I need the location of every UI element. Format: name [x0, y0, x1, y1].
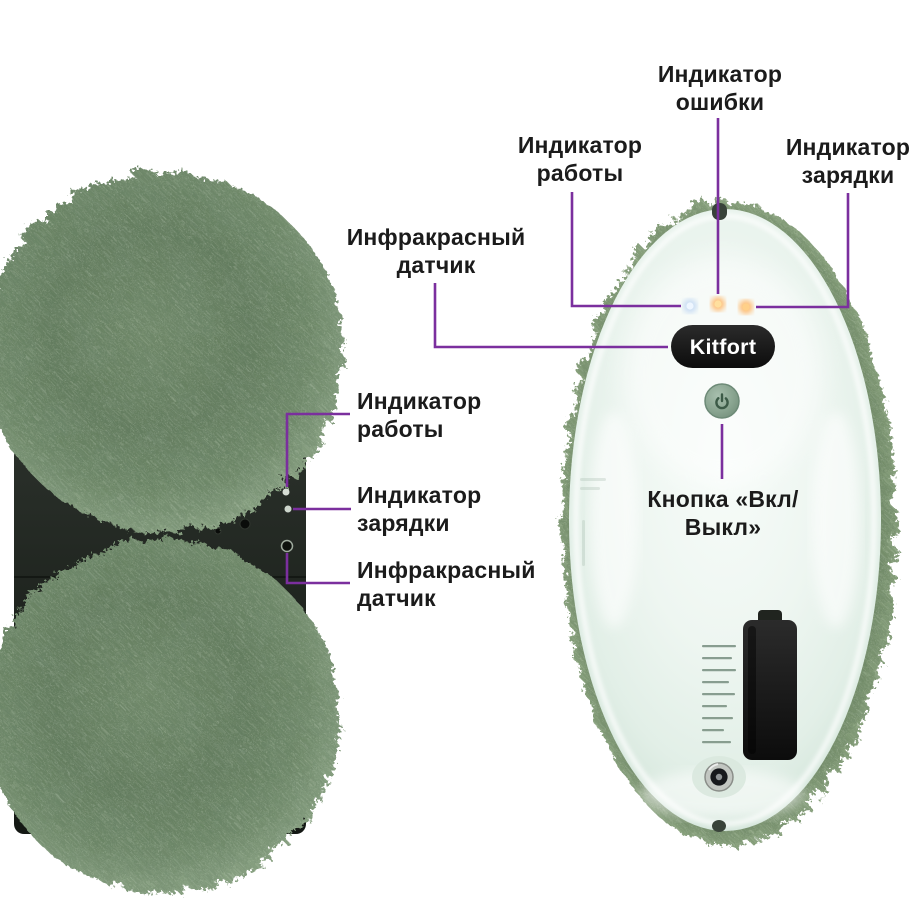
power-icon [715, 393, 729, 410]
label-power-button: Кнопка «Вкл/Выкл» [647, 486, 799, 541]
top-view-device: Kitfort [557, 198, 893, 842]
label-charge-indicator-right: Индикатор зарядки [785, 134, 911, 189]
shell-gloss-highlights [590, 257, 860, 818]
work-indicator-light [683, 299, 697, 313]
bottom-view-device [0, 168, 340, 889]
power-button [704, 383, 740, 419]
label-ir-sensor-right: Инфракрасный датчик [346, 224, 526, 279]
charge-indicator-light [739, 300, 753, 314]
screw-hole [239, 518, 251, 530]
bottom-notch [712, 820, 726, 832]
label-work-indicator-left: Индикатор работы [357, 388, 482, 443]
cleaning-pad-bottom [0, 535, 335, 889]
line-ir-sensor-right [433, 283, 668, 349]
brand-logo: Kitfort [671, 325, 775, 368]
line-work-indicator-right [570, 192, 681, 308]
line-ir-sensor-left [285, 553, 350, 585]
fine-print-label [702, 645, 736, 744]
screw-hole [214, 527, 222, 535]
top-notch [712, 203, 727, 220]
brand-logo-text: Kitfort [690, 335, 757, 359]
label-ir-sensor-left: Инфракрасный датчик [357, 557, 536, 612]
line-work-indicator-left [285, 412, 350, 487]
ir-sensor-dot [280, 539, 294, 553]
annotation-lines [285, 118, 850, 585]
charge-indicator-dot [284, 505, 292, 513]
charging-port [692, 756, 746, 798]
cleaning-pad-top [0, 168, 340, 528]
squeegee-flap [743, 610, 797, 760]
work-indicator-dot [282, 488, 290, 496]
label-work-indicator-right: Индикатор работы [517, 132, 643, 187]
label-error-indicator: Индикатор ошибки [657, 61, 783, 116]
label-charge-indicator-left: Индикатор зарядки [357, 482, 482, 537]
line-charge-indicator-right [756, 193, 850, 309]
embossed-markings [580, 478, 606, 566]
error-indicator-light [711, 297, 725, 311]
